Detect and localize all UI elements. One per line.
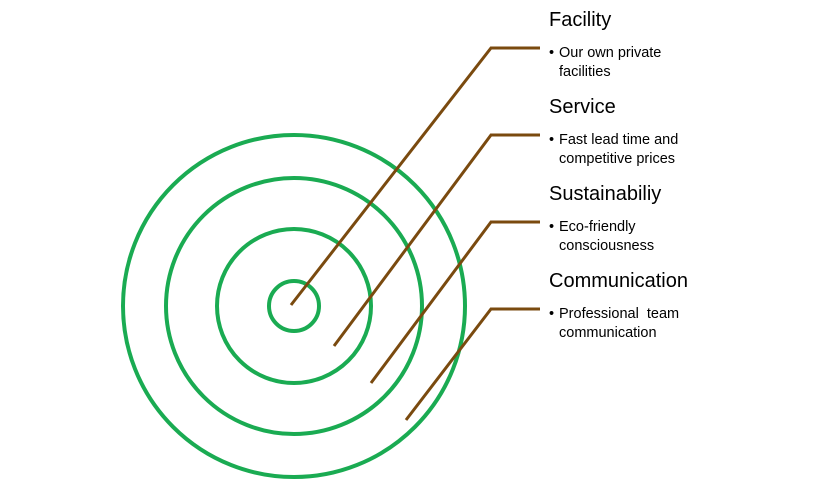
item-title-sustainability: Sustainabiliy bbox=[549, 183, 662, 205]
bullet-icon: • bbox=[549, 306, 555, 322]
description-line: consciousness bbox=[559, 238, 655, 254]
target-ring-third bbox=[164, 176, 424, 436]
description-line: Our own private bbox=[559, 45, 662, 61]
leader-line-sustainability bbox=[369, 220, 540, 384]
bullet-icon: • bbox=[549, 219, 555, 235]
item-title-communication: Communication bbox=[549, 270, 688, 292]
item-title-service: Service bbox=[549, 96, 616, 118]
leader-line-communication bbox=[404, 307, 540, 421]
leader-line-service bbox=[332, 133, 540, 347]
description-line: communication bbox=[559, 325, 657, 341]
description-line: Fast lead time and bbox=[559, 132, 679, 148]
item-description-sustainability: • Eco-friendly consciousness bbox=[549, 218, 819, 256]
item-description-facility: • Our own private facilities bbox=[549, 44, 819, 82]
item-communication: Communication • Professional team commun… bbox=[549, 269, 819, 343]
item-sustainability: Sustainabiliy • Eco-friendly consciousne… bbox=[549, 182, 819, 256]
item-description-communication: • Professional team communication bbox=[549, 305, 819, 343]
description-line: Eco-friendly bbox=[559, 219, 636, 235]
description-line: facilities bbox=[559, 64, 611, 80]
bullet-icon: • bbox=[549, 45, 555, 61]
leader-line-facility bbox=[289, 46, 540, 306]
description-line: competitive prices bbox=[559, 151, 676, 167]
item-title-facility: Facility bbox=[549, 9, 612, 31]
description-line: Professional team bbox=[559, 306, 680, 322]
bullet-icon: • bbox=[549, 132, 555, 148]
target-ring-second bbox=[215, 227, 373, 385]
item-facility: Facility • Our own private facilities bbox=[549, 8, 819, 82]
item-description-service: • Fast lead time and competitive prices bbox=[549, 131, 819, 169]
target-ring-center bbox=[267, 279, 321, 333]
target-ring-outer bbox=[121, 133, 467, 479]
item-service: Service • Fast lead time and competitive… bbox=[549, 95, 819, 169]
